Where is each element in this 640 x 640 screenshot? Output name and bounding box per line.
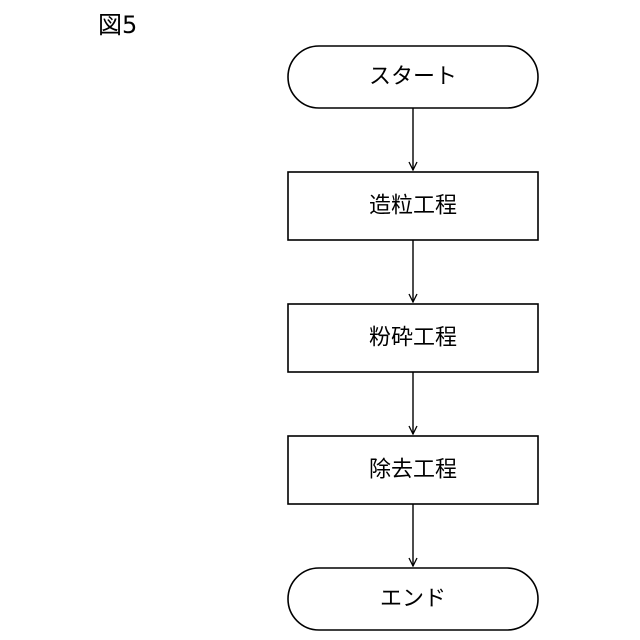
start-label: スタート: [369, 65, 457, 90]
end-label: エンド: [380, 587, 446, 612]
step-3-label: 除去工程: [369, 458, 457, 483]
process-step-1: 造粒工程: [288, 172, 538, 240]
step-2-label: 粉砕工程: [369, 326, 457, 351]
end-terminal: エンド: [288, 568, 538, 630]
process-step-3: 除去工程: [288, 436, 538, 504]
step-1-label: 造粒工程: [369, 194, 457, 219]
process-step-2: 粉砕工程: [288, 304, 538, 372]
start-terminal: スタート: [288, 46, 538, 108]
